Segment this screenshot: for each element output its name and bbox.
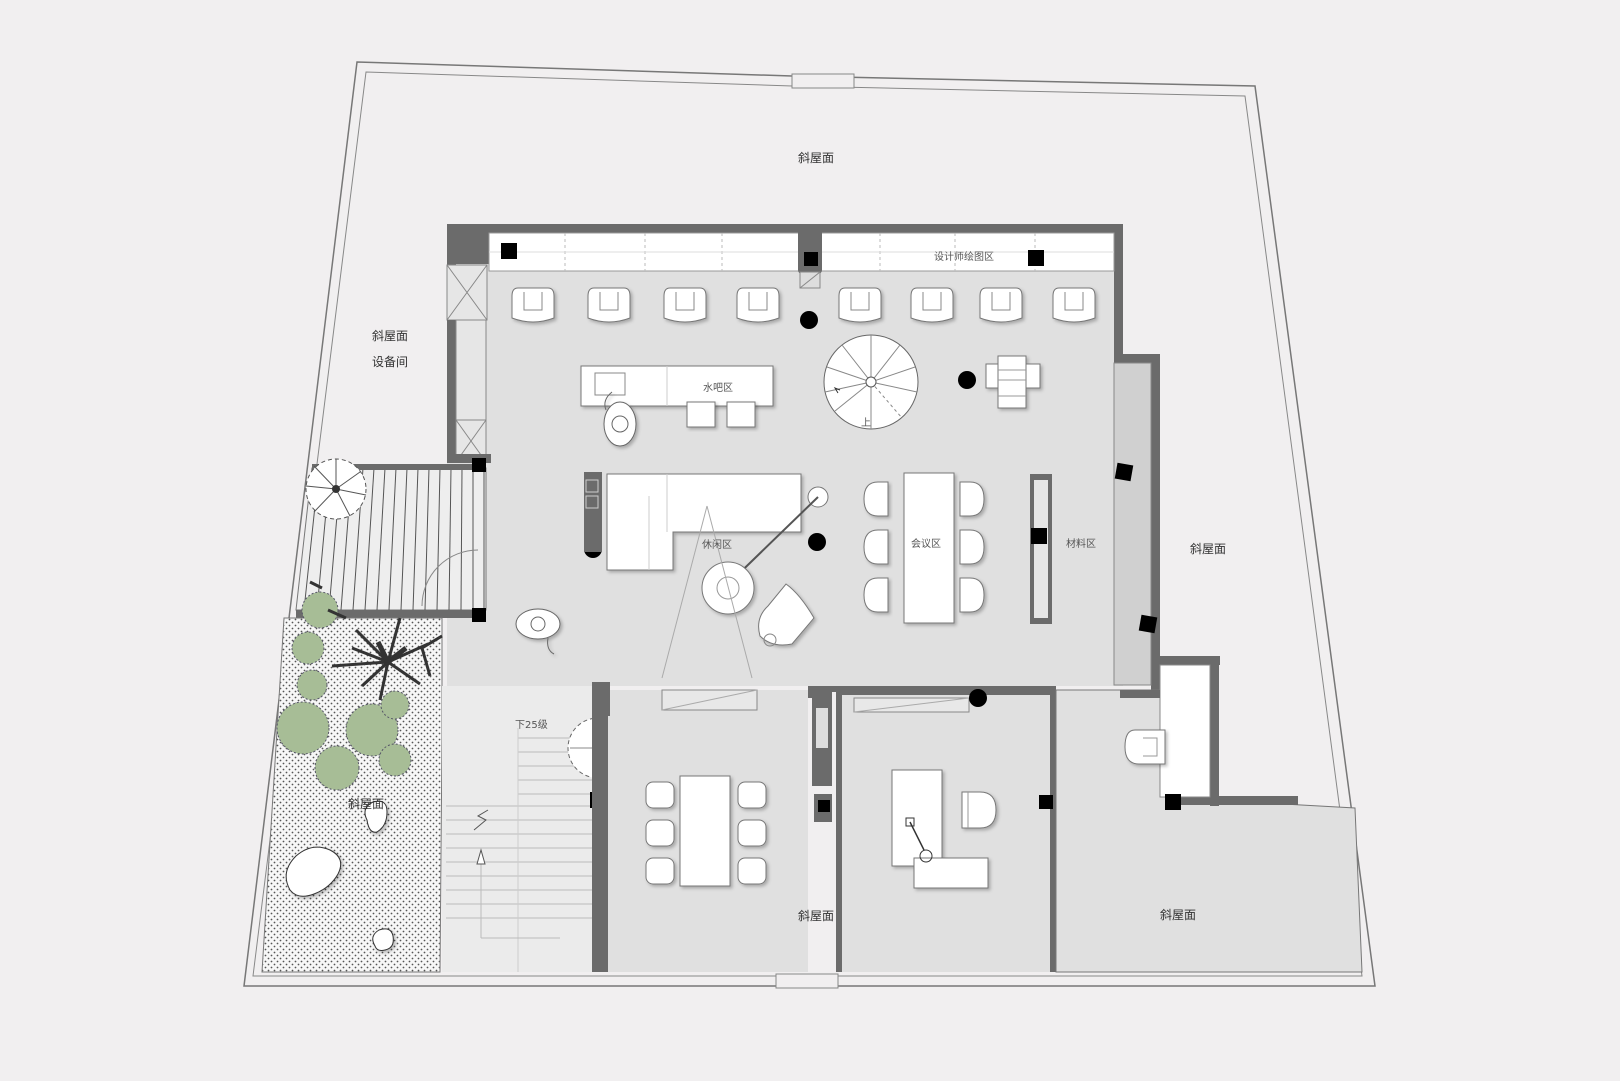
printer-icon [985,355,1041,409]
person-icon [603,391,637,447]
chair-icon [511,287,555,323]
label-equipment-room: 设备间 [372,355,408,369]
chair-icon [961,791,997,829]
material-shelf [1030,462,1158,634]
spiral-stair-icon [305,458,367,520]
chair-icon [663,287,707,323]
meeting-table [863,472,985,624]
tree-icon [276,580,443,791]
chair-icon [838,287,882,323]
deck [295,458,487,622]
chair-icon [587,287,631,323]
chair-icon [736,287,780,323]
chair-icon [959,529,985,565]
chair-icon [863,577,889,613]
wall-segment [592,682,610,690]
designer-chairs [511,287,1096,323]
chair-icon [1124,729,1166,765]
label-slope-roof-bottom-right: 斜屋面 [1160,908,1196,922]
label-material-area: 材料区 [1066,537,1096,550]
spiral-stair-icon [823,334,919,430]
chair-icon [863,529,889,565]
label-slope-roof-right: 斜屋面 [1190,542,1226,556]
person-icon [515,608,561,655]
label-slope-roof-garden: 斜屋面 [348,797,384,811]
labels: 斜屋面 斜屋面 设备间 设计师绘图区 水吧区 休闲区 会议区 材料区 斜屋面 上… [348,151,1226,923]
bottom-room-meeting [592,686,854,972]
label-leisure-area: 休闲区 [702,538,732,551]
chair-icon [1052,287,1096,323]
chair-icon [959,481,985,517]
chair-icon [979,287,1023,323]
label-stairs-down: 下25级 [515,719,548,731]
chair-icon [910,287,954,323]
water-bar [580,365,774,447]
chair-icon [959,577,985,613]
label-stairs-up: 上 [861,417,871,429]
label-designer-area: 设计师绘图区 [934,250,994,263]
label-slope-roof-left: 斜屋面 [372,329,408,343]
label-slope-roof-bottom-mid: 斜屋面 [798,909,834,923]
chair-icon [863,481,889,517]
bottom-right-wing [1055,656,1363,973]
label-slope-roof-top: 斜屋面 [798,151,834,165]
label-water-bar: 水吧区 [703,382,733,394]
label-meeting-area: 会议区 [911,537,941,550]
garden [261,580,443,973]
leisure-sofa [515,472,829,679]
bottom-room-office [836,686,1059,972]
